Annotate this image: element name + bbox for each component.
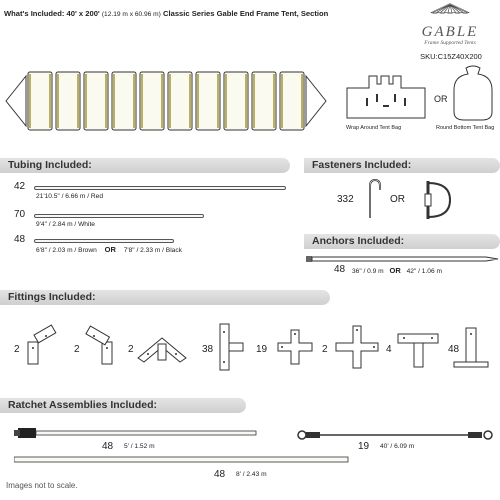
fitting-qty-7: 4 bbox=[386, 344, 392, 355]
ratchet-qty-1: 48 bbox=[102, 441, 114, 452]
bag-or-label: OR bbox=[434, 94, 448, 104]
page-title: What's Included: 40' x 200' (12.19 m x 6… bbox=[4, 9, 328, 18]
ratchet-strap-8ft-icon bbox=[14, 456, 349, 463]
tube-white bbox=[34, 214, 204, 218]
anchor-qty: 48 bbox=[334, 264, 346, 275]
cross-fitting-icon bbox=[335, 325, 379, 369]
sku-label: SKU:C15Z40X200 bbox=[420, 52, 482, 61]
tubing-qty-3: 48 bbox=[14, 234, 26, 245]
j-hook-fastener-icon bbox=[369, 178, 381, 218]
fasteners-section-header bbox=[304, 158, 500, 173]
brand-name: GABLE bbox=[421, 24, 479, 40]
fastener-or: OR bbox=[390, 194, 405, 205]
tube-brown-black bbox=[34, 239, 174, 243]
tube-red bbox=[34, 186, 286, 190]
anchor-or: OR bbox=[389, 266, 401, 275]
anchor-label-a: 36" / 0.9 m bbox=[352, 268, 384, 275]
ridge-fitting-icon bbox=[137, 337, 187, 363]
tee-fitting-icon bbox=[397, 333, 439, 368]
scale-note: Images not to scale. bbox=[6, 481, 78, 490]
anchor-label: 36" / 0.9 m OR 42" / 1.06 m bbox=[352, 266, 442, 275]
cable-assembly-icon bbox=[297, 430, 493, 440]
d-ring-fastener-icon bbox=[424, 181, 452, 219]
fitting-qty-5: 19 bbox=[256, 344, 268, 355]
gable-peak-fitting-icon bbox=[27, 324, 57, 365]
anchors-section-header bbox=[304, 234, 500, 249]
title-rest: Classic Series Gable End Frame Tent, Sec… bbox=[163, 9, 329, 18]
ratchet-qty-2: 19 bbox=[358, 441, 370, 452]
tubing-label-2: 9'4" / 2.84 m / White bbox=[36, 221, 95, 228]
base-plate-icon bbox=[453, 327, 489, 368]
tubing-label-3: 6'8" / 2.03 m / Brown OR 7'8" / 2.33 m /… bbox=[36, 245, 182, 254]
tubing-qty-1: 42 bbox=[14, 181, 26, 192]
fitting-qty-4: 38 bbox=[202, 344, 214, 355]
wrap-bag-label: Wrap Around Tent Bag bbox=[346, 125, 402, 131]
tubing-section-header bbox=[0, 158, 290, 173]
round-bag-label: Round Bottom Tent Bag bbox=[436, 125, 495, 131]
wrap-around-tent-bag-icon bbox=[346, 75, 426, 119]
fitting-qty-6: 2 bbox=[322, 344, 328, 355]
fitting-qty-1: 2 bbox=[14, 344, 20, 355]
cross-fitting-icon bbox=[277, 329, 313, 365]
tubing-label-1: 21'10.5" / 6.66 m / Red bbox=[36, 193, 104, 200]
ratchet-qty-3: 48 bbox=[214, 469, 226, 480]
fitting-qty-2: 2 bbox=[74, 344, 80, 355]
title-main: What's Included: 40' x 200' bbox=[4, 9, 100, 18]
side-tee-fitting-icon bbox=[219, 323, 244, 371]
tubing-label-3a: 6'8" / 2.03 m / Brown bbox=[36, 247, 97, 254]
title-dims: (12.19 m x 60.96 m) bbox=[101, 11, 161, 18]
brand-subtitle: Frame Supported Tents bbox=[424, 40, 476, 46]
ratchet-label-3: 8' / 2.43 m bbox=[236, 471, 267, 478]
fitting-qty-8: 48 bbox=[448, 344, 460, 355]
ratchet-label-2: 40' / 6.09 m bbox=[380, 443, 415, 450]
gable-eave-fitting-icon bbox=[85, 325, 113, 365]
tubing-heading: Tubing Included: bbox=[8, 159, 92, 171]
fitting-qty-3: 2 bbox=[128, 344, 134, 355]
ratchets-section-header bbox=[0, 398, 246, 413]
fittings-heading: Fittings Included: bbox=[8, 291, 96, 303]
fasteners-heading: Fasteners Included: bbox=[312, 159, 412, 171]
ratchet-strap-5ft-icon bbox=[14, 428, 257, 438]
anchor-label-b: 42" / 1.06 m bbox=[406, 268, 442, 275]
fittings-section-header bbox=[0, 290, 330, 305]
anchors-heading: Anchors Included: bbox=[312, 235, 405, 247]
ratchets-heading: Ratchet Assemblies Included: bbox=[8, 399, 157, 411]
round-bottom-tent-bag-icon bbox=[453, 65, 493, 121]
ratchet-label-1: 5' / 1.52 m bbox=[124, 443, 155, 450]
tubing-or: OR bbox=[104, 245, 116, 254]
tubing-label-3b: 7'8" / 2.33 m / Black bbox=[123, 247, 182, 254]
tent-sections-illustration bbox=[5, 71, 327, 131]
gable-tent-logo bbox=[430, 3, 470, 14]
fastener-qty: 332 bbox=[337, 194, 354, 205]
tubing-qty-2: 70 bbox=[14, 209, 26, 220]
stake-anchor-icon bbox=[306, 256, 499, 262]
